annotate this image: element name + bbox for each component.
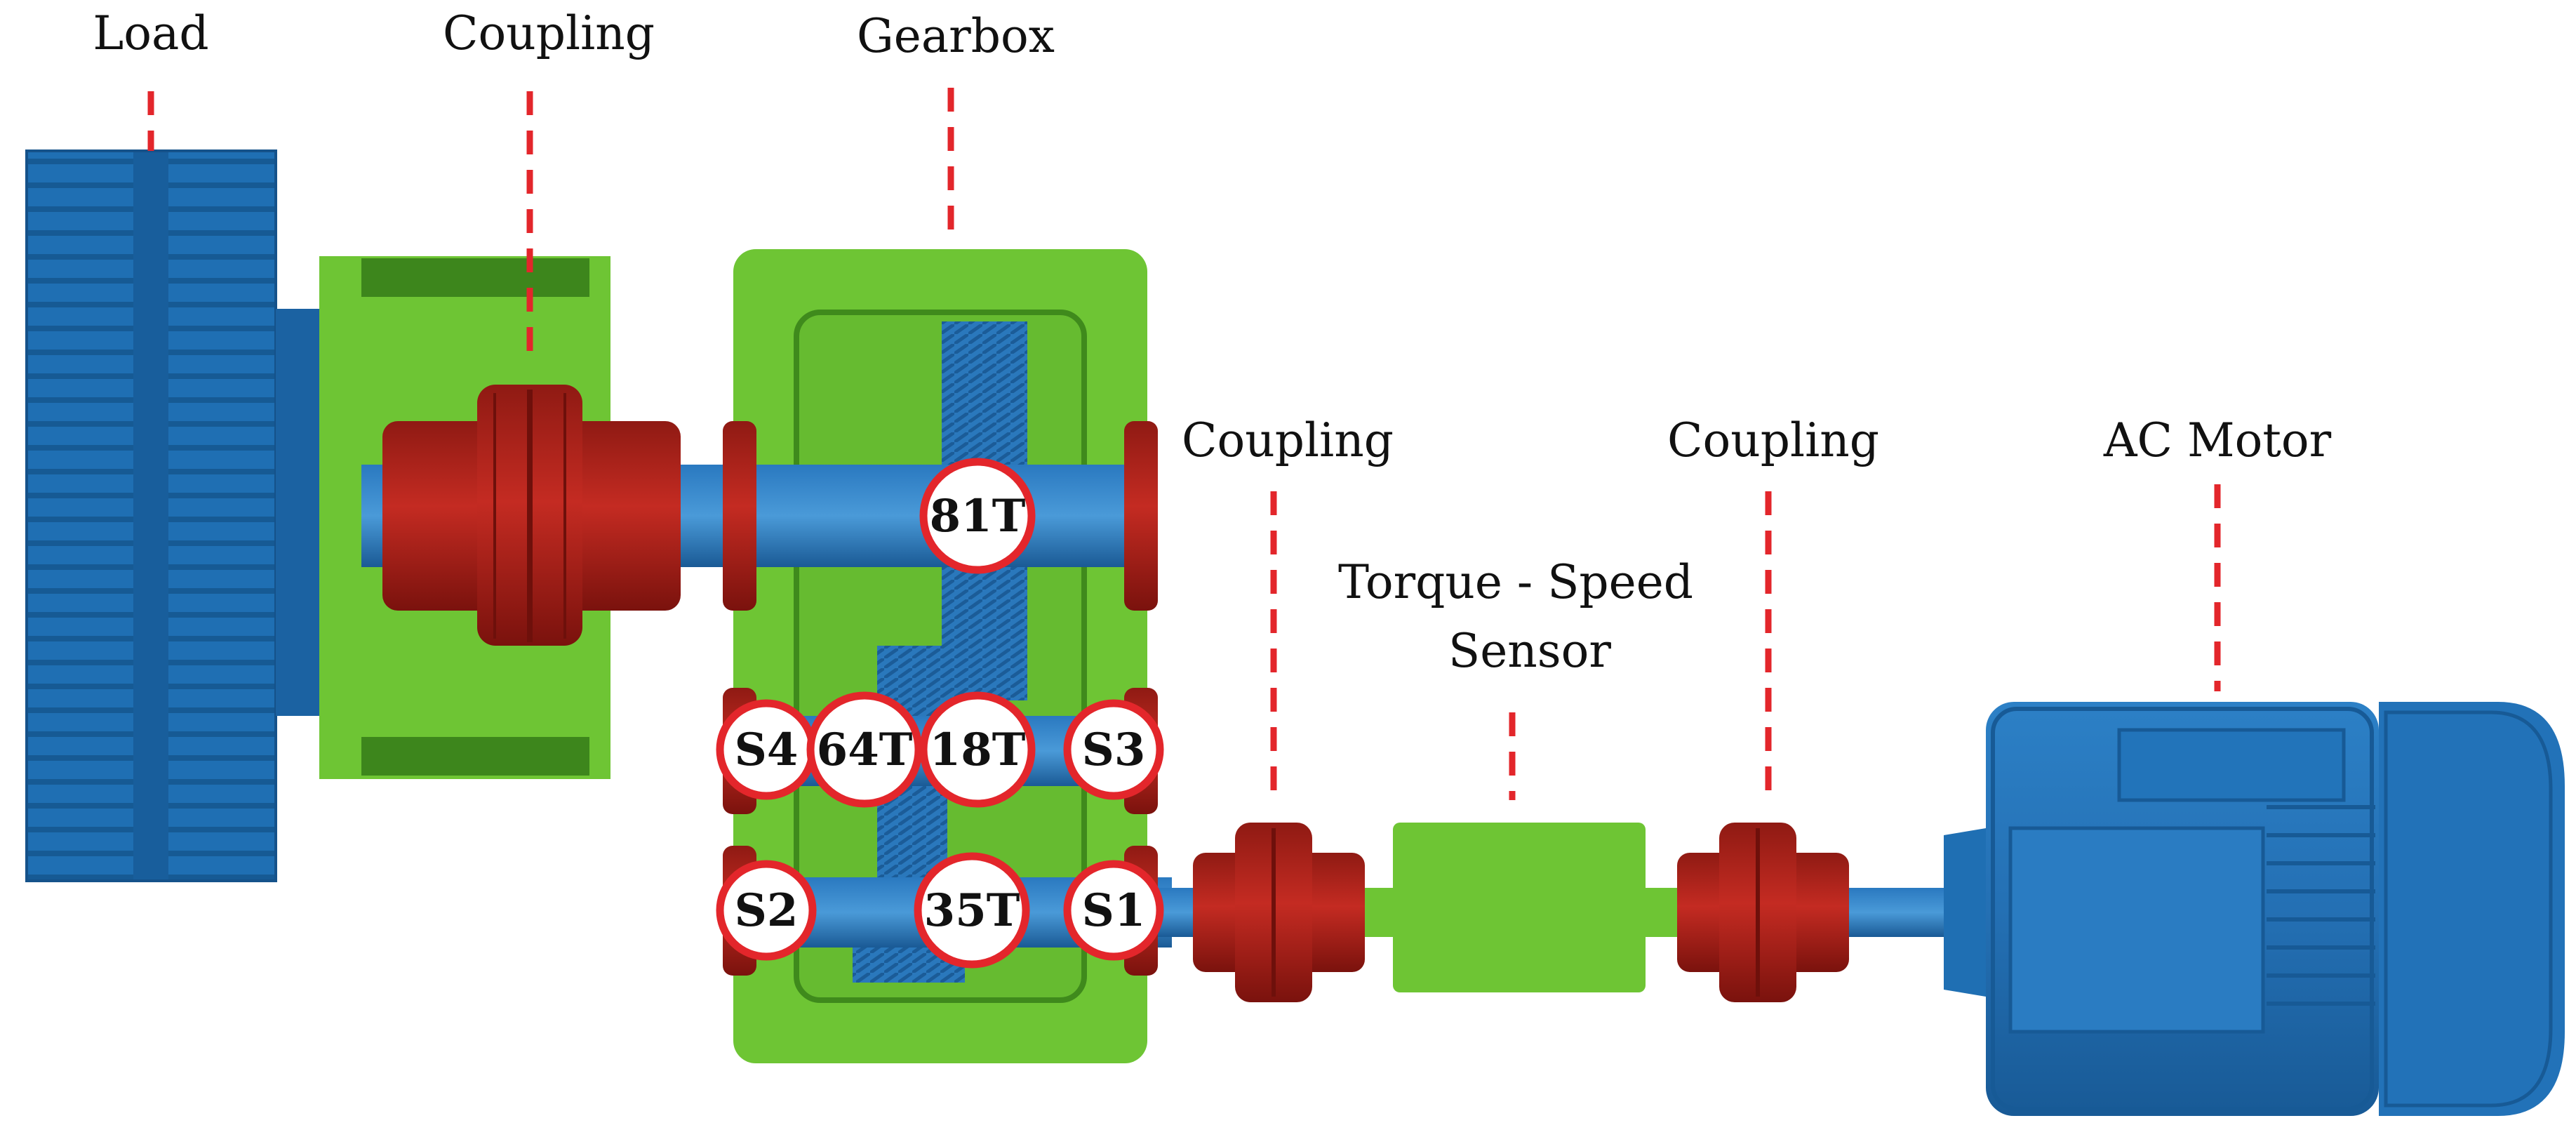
label-ac-motor: AC Motor xyxy=(2103,413,2332,467)
svg-text:S4: S4 xyxy=(735,724,799,776)
badge-81t: 81T xyxy=(919,458,1036,574)
ac-motor xyxy=(1944,702,2565,1116)
badge-64t: 64T xyxy=(806,691,923,808)
coupling-left-assembly xyxy=(319,256,747,779)
leader-lines xyxy=(147,88,2221,800)
badge-s4: S4 xyxy=(716,699,817,800)
label-gearbox: Gearbox xyxy=(857,9,1055,63)
label-coupling-mid: Coupling xyxy=(1182,413,1394,467)
badge-35t: 35T xyxy=(914,852,1030,969)
svg-text:81T: 81T xyxy=(930,490,1026,543)
badge-s1: S1 xyxy=(1063,860,1164,961)
torque-speed-sensor xyxy=(1365,823,1684,992)
svg-text:18T: 18T xyxy=(930,724,1026,776)
label-coupling-left: Coupling xyxy=(443,6,655,60)
svg-text:S3: S3 xyxy=(1082,724,1146,776)
badge-s3: S3 xyxy=(1063,699,1164,800)
coupling-right-assembly xyxy=(1677,823,1944,1002)
gear-badges: 81T S4 64T 18T S3 S2 35T S1 xyxy=(716,458,1164,969)
label-load: Load xyxy=(93,6,208,60)
svg-text:S1: S1 xyxy=(1082,884,1146,937)
component-labels: Load Coupling Gearbox Coupling Torque - … xyxy=(93,6,2331,678)
svg-text:64T: 64T xyxy=(817,724,913,776)
load-wheel xyxy=(25,149,319,882)
motor-fins xyxy=(2267,805,2375,1006)
label-sensor-line2: Sensor xyxy=(1448,624,1611,678)
svg-text:S2: S2 xyxy=(735,884,799,937)
badge-s2: S2 xyxy=(716,860,817,961)
badge-18t: 18T xyxy=(919,691,1036,808)
svg-text:35T: 35T xyxy=(924,884,1020,937)
label-sensor-line1: Torque - Speed xyxy=(1338,555,1693,609)
label-coupling-right: Coupling xyxy=(1667,413,1879,467)
